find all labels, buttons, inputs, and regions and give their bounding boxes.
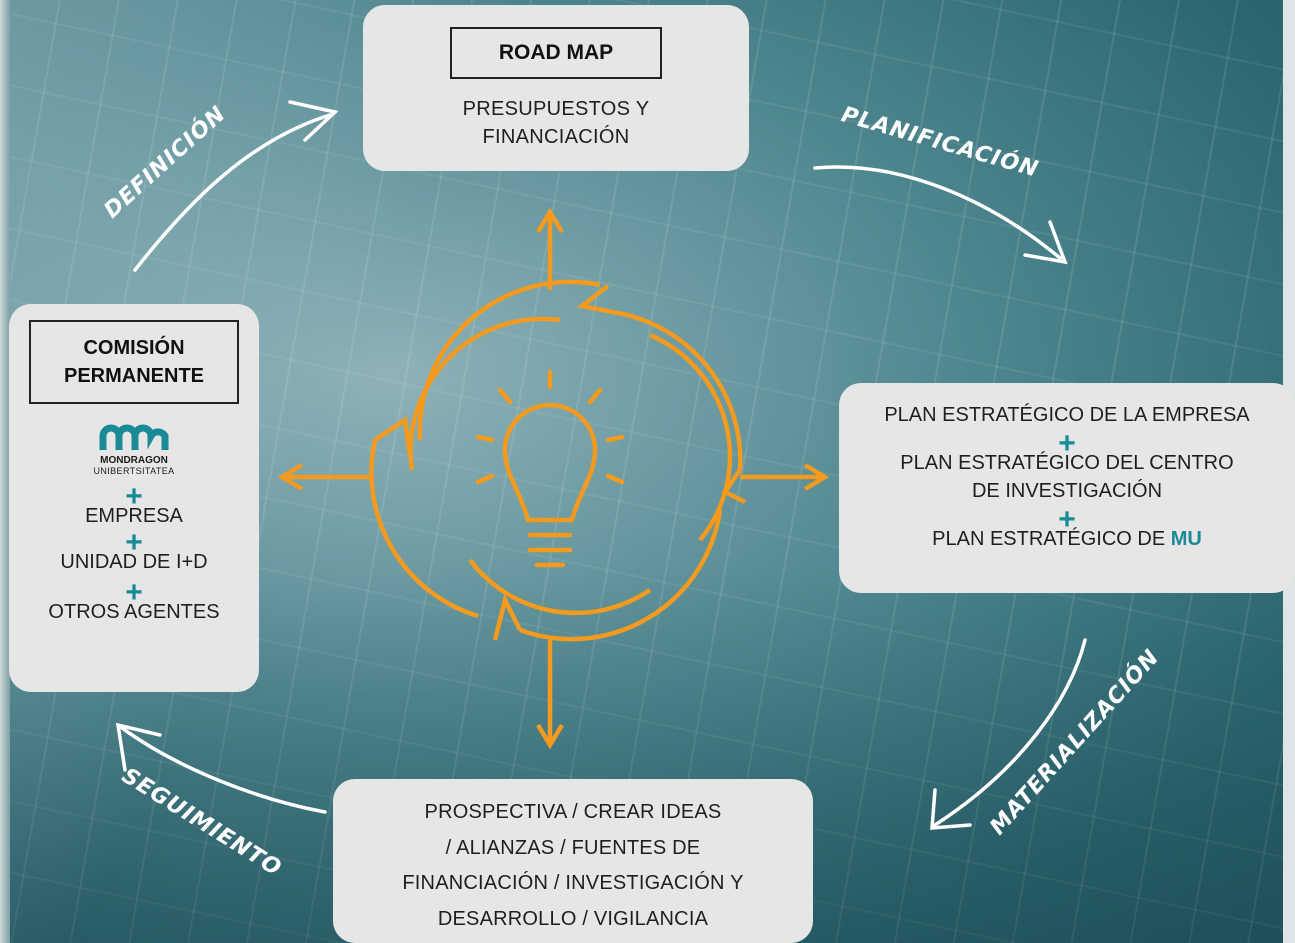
- cycle-arrows-icon: [369, 279, 747, 642]
- mondragon-logo: MONDRAGON UNIBERTSITATEA: [74, 424, 194, 476]
- comision-title: COMISIÓN PERMANENTE: [29, 320, 239, 404]
- prospectiva-line2: / ALIANZAS / FUENTES DE: [445, 836, 701, 859]
- roadmap-line2: FINANCIACIÓN: [482, 126, 630, 148]
- roadmap-title: ROAD MAP: [450, 27, 662, 79]
- plan-centro-line2: DE INVESTIGACIÓN: [971, 480, 1163, 502]
- item-unidad-id: UNIDAD DE I+D: [60, 551, 208, 573]
- plan-estrategico-box: PLAN ESTRATÉGICO DE LA EMPRESA + PLAN ES…: [839, 383, 1295, 593]
- plan-mu-prefix: PLAN ESTRATÉGICO DE: [932, 528, 1171, 550]
- prospectiva-box: PROSPECTIVA / CREAR IDEAS / ALIANZAS / F…: [333, 779, 813, 943]
- direction-arrows: [277, 207, 830, 750]
- left-frame: [0, 0, 10, 943]
- roadmap-line1: PRESUPUESTOS Y: [462, 98, 650, 120]
- plus-sign: +: [1058, 427, 1076, 460]
- lightbulb-icon: [475, 369, 625, 568]
- prospectiva-line3: FINANCIACIÓN / INVESTIGACIÓN Y: [402, 872, 744, 894]
- plus-sign: +: [125, 480, 143, 513]
- item-empresa: EMPRESA: [85, 505, 183, 527]
- cycle-flow-arrows: [115, 100, 1087, 830]
- plus-sign: +: [125, 526, 143, 559]
- logo-name: MONDRAGON: [100, 455, 168, 466]
- comision-box: COMISIÓN PERMANENTE MONDRAGON UNIBERTSIT…: [9, 304, 259, 692]
- plan-centro-line1: PLAN ESTRATÉGICO DEL CENTRO: [900, 452, 1234, 474]
- plus-sign: +: [1058, 503, 1076, 536]
- plan-mu-accent: MU: [1170, 528, 1202, 550]
- plan-empresa: PLAN ESTRATÉGICO DE LA EMPRESA: [884, 404, 1250, 426]
- logo-sub: UNIBERTSITATEA: [93, 466, 175, 476]
- item-otros-agentes: OTROS AGENTES: [48, 601, 220, 623]
- prospectiva-line4: DESARROLLO / VIGILANCIA: [437, 907, 709, 930]
- prospectiva-line1: PROSPECTIVA / CREAR IDEAS: [424, 801, 722, 823]
- mondragon-logo-mark: [99, 424, 169, 450]
- plan-mu: PLAN ESTRATÉGICO DE MU: [839, 525, 1295, 553]
- plus-sign: +: [125, 576, 143, 609]
- roadmap-box: ROAD MAP PRESUPUESTOS Y FINANCIACIÓN: [363, 5, 749, 171]
- comision-title-line2: PERMANENTE: [63, 365, 204, 387]
- comision-title-line1: COMISIÓN: [83, 337, 185, 359]
